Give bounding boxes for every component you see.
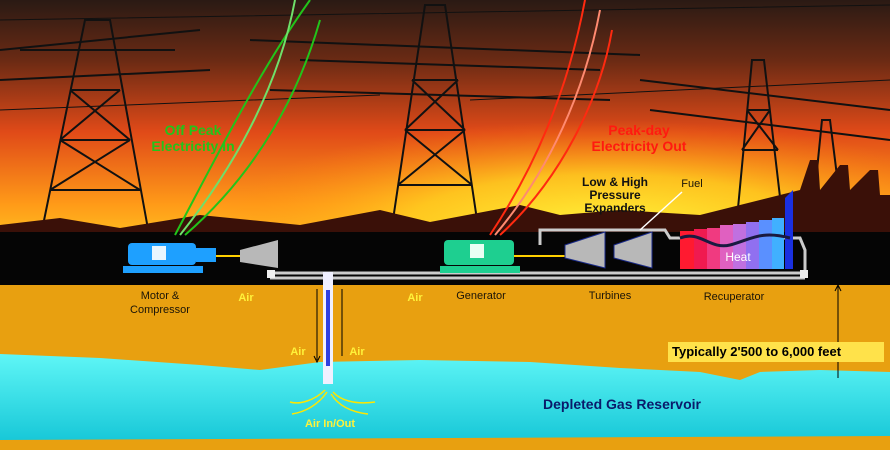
- expanders-line-1: Low & High: [582, 175, 648, 189]
- heat-label: Heat: [725, 250, 751, 264]
- off-peak-label: Off Peak Electricity In: [151, 122, 234, 154]
- motor-compressor-label: Motor & Compressor: [130, 289, 190, 317]
- electricity-out-lines: [489, 0, 613, 236]
- reservoir-label: Depleted Gas Reservoir: [543, 396, 701, 412]
- fuel-label: Fuel: [681, 178, 703, 190]
- expanders-line-2: Pressure: [589, 188, 641, 202]
- electricity-in-lines: [174, 0, 321, 236]
- air-label-well-left: Air: [290, 346, 306, 358]
- air-label-well-right: Air: [349, 346, 365, 358]
- off-peak-line-2: Electricity In: [151, 138, 235, 154]
- expanders-line-3: Expanders: [584, 201, 646, 215]
- depth-label: Typically 2'500 to 6,000 feet: [668, 342, 884, 362]
- peak-day-line-1: Peak-day: [608, 122, 670, 138]
- pylon-left: [0, 19, 211, 241]
- peak-day-line-2: Electricity Out: [591, 138, 687, 154]
- off-peak-line-1: Off Peak: [164, 122, 222, 138]
- reservoir: [0, 354, 890, 440]
- turbines-label: Turbines: [588, 290, 632, 302]
- generator-unit: [440, 240, 566, 273]
- air-label-compressor: Air: [238, 292, 254, 304]
- turbine-units: [564, 231, 653, 269]
- air-label-generator: Air: [407, 292, 423, 304]
- peak-day-label: Peak-day Electricity Out: [592, 122, 687, 154]
- motor-label-line-1: Motor &: [140, 290, 180, 302]
- well-shaft: [313, 272, 343, 384]
- air-in-out-label: Air In/Out: [304, 418, 356, 430]
- air-flow-arrows: [289, 389, 376, 415]
- recuperator-unit: [679, 190, 793, 269]
- air-pipes: [270, 228, 807, 280]
- recuperator-label: Recuperator: [703, 291, 765, 303]
- generator-label: Generator: [456, 290, 506, 302]
- motor-label-line-2: Compressor: [130, 304, 190, 316]
- pylon-center: [249, 4, 641, 241]
- expanders-label: Low & High Pressure Expanders: [582, 176, 648, 215]
- motor-compressor-unit: [123, 240, 278, 273]
